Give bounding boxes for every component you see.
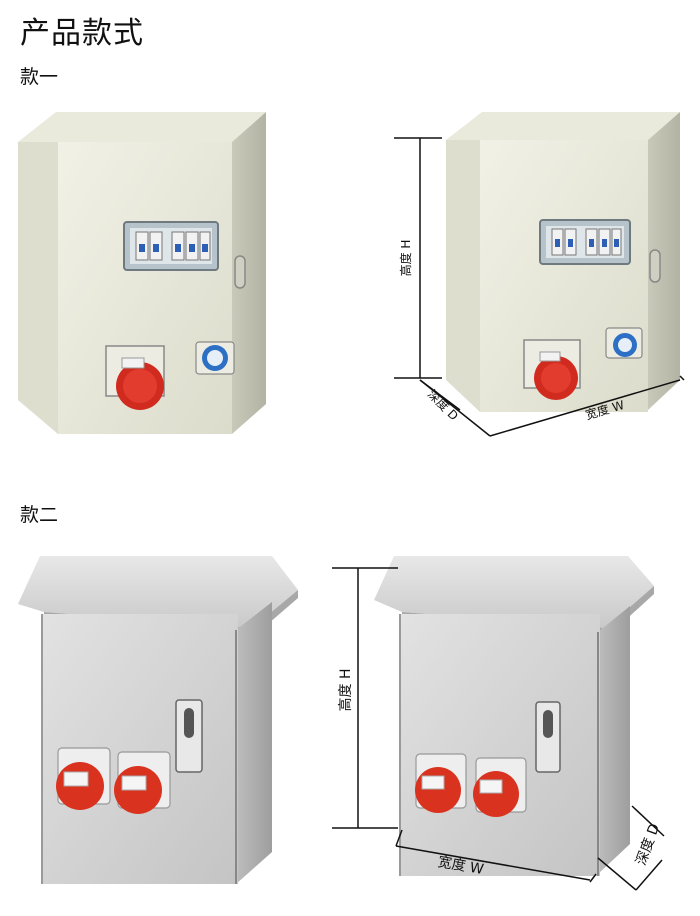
section-label-style-2: 款二 bbox=[20, 504, 59, 526]
page-title: 产品款式 bbox=[20, 16, 144, 51]
door-handle bbox=[234, 255, 246, 289]
door-handle bbox=[175, 699, 203, 773]
height-label: 高度 H bbox=[337, 669, 354, 712]
red-socket bbox=[415, 753, 467, 813]
depth-label: 深度 D bbox=[425, 386, 462, 423]
red-socket bbox=[56, 747, 111, 810]
door-handle bbox=[649, 249, 661, 283]
breaker-window bbox=[539, 219, 631, 265]
cabinet-style1-right bbox=[446, 112, 680, 412]
height-label: 高度 H bbox=[398, 240, 413, 277]
cabinet-style2-left bbox=[18, 556, 298, 884]
door-handle bbox=[535, 701, 561, 773]
red-socket bbox=[114, 751, 171, 814]
red-socket bbox=[105, 345, 165, 410]
breaker-window bbox=[123, 221, 219, 271]
red-socket bbox=[473, 757, 527, 817]
cabinet-style2-right bbox=[374, 556, 654, 876]
cabinet-style1-left bbox=[18, 112, 266, 434]
blue-socket bbox=[605, 327, 643, 359]
red-socket bbox=[523, 339, 581, 400]
blue-socket bbox=[195, 341, 235, 375]
dimension-lines-style1 bbox=[394, 137, 685, 437]
depth-label: 深度 D bbox=[633, 822, 663, 868]
section-label-style-1: 款一 bbox=[20, 66, 59, 88]
dimension-lines-style2 bbox=[332, 567, 665, 891]
